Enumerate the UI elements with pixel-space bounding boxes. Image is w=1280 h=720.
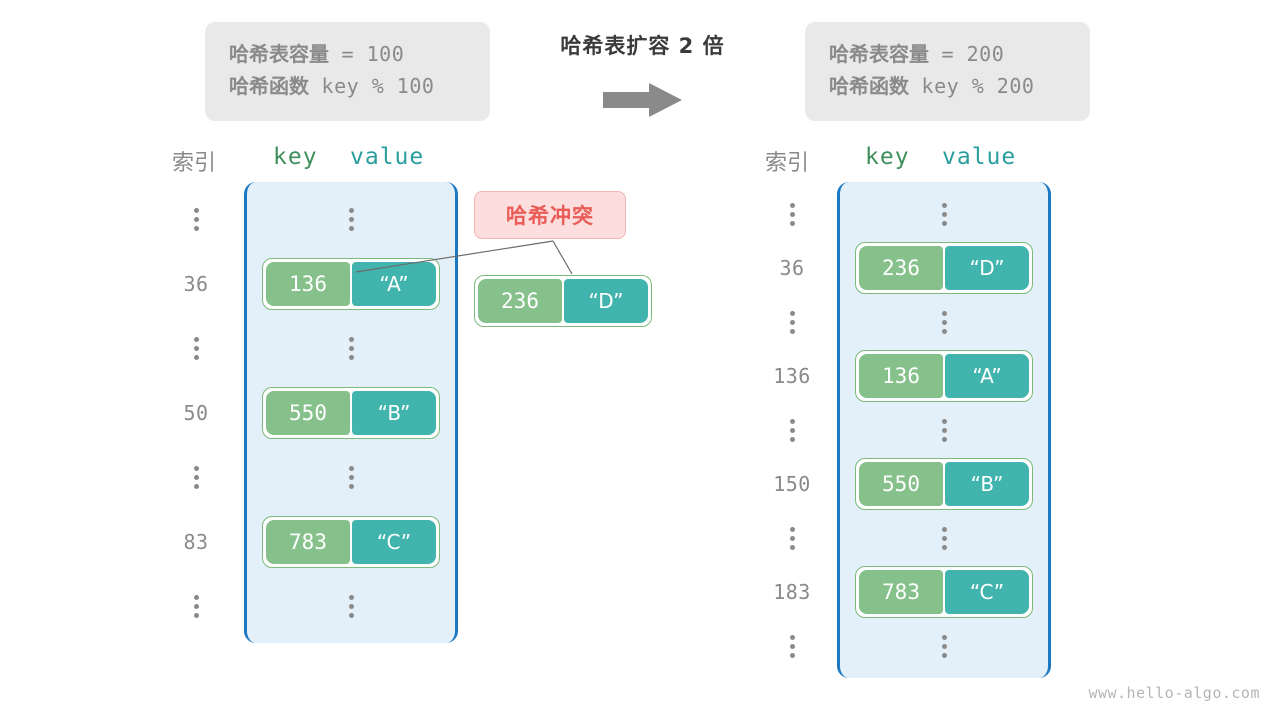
row-index: 50: [183, 400, 209, 425]
ellipsis-icon: [941, 418, 947, 442]
ellipsis-icon: [941, 202, 947, 226]
ellipsis-icon: [151, 207, 241, 231]
row-index: 36: [183, 271, 209, 296]
cell-value: “C”: [352, 519, 436, 564]
header-value-after: value: [942, 144, 1017, 170]
hash-table-info-before: 哈希表容量 = 100 哈希函数 key % 100: [205, 22, 490, 121]
ellipsis-icon: [348, 465, 354, 489]
ellipsis-icon: [747, 526, 837, 550]
table-row: 183 783“C”: [773, 562, 1048, 622]
ellipsis-icon: [151, 465, 241, 489]
hash-fn-expr-after: key % 200: [909, 74, 1035, 98]
key-value-pair: 550“B”: [855, 458, 1033, 510]
key-value-pair: 550“B”: [262, 386, 440, 439]
key-value-pair: 136“A”: [855, 350, 1033, 402]
ellipsis-icon: [941, 310, 947, 334]
ellipsis-icon: [348, 594, 354, 618]
header-index-after: 索引: [765, 151, 810, 176]
hash-fn-expr-before: key % 100: [309, 74, 435, 98]
hash-table-info-after: 哈希表容量 = 200 哈希函数 key % 200: [805, 22, 1090, 121]
hash-fn-label-before: 哈希函数: [229, 74, 309, 98]
ellipsis-icon: [747, 634, 837, 658]
ellipsis-icon: [747, 418, 837, 442]
cell-key: 236: [859, 246, 943, 290]
cell-key: 550: [859, 462, 943, 506]
capacity-line-after: 哈希表容量 = 200: [829, 38, 1066, 70]
ellipsis-icon: [348, 207, 354, 231]
watermark: www.hello-algo.com: [1088, 684, 1260, 702]
cell-key: 236: [478, 279, 562, 323]
row-index: 183: [773, 580, 811, 604]
cell-value: “D”: [945, 246, 1029, 290]
capacity-label-after: 哈希表容量: [829, 42, 929, 66]
table-row-ellipsis: [789, 514, 1048, 562]
capacity-value-before: = 100: [329, 42, 405, 66]
row-index: 36: [779, 256, 805, 280]
cell-key: 550: [266, 390, 350, 435]
table-row-ellipsis: [193, 448, 455, 506]
header-key-before: key: [273, 144, 318, 170]
table-row-ellipsis: [789, 298, 1048, 346]
capacity-value-after: = 200: [929, 42, 1005, 66]
cell-key: 136: [859, 354, 943, 398]
header-index-before: 索引: [172, 151, 217, 176]
table-row: 83 783“C”: [183, 506, 455, 577]
ellipsis-icon: [348, 336, 354, 360]
transform-title: 哈希表扩容 2 倍: [560, 34, 725, 58]
cell-key: 783: [266, 519, 350, 564]
ellipsis-icon: [941, 526, 947, 550]
table-row: 36 136“A”: [183, 248, 455, 319]
key-value-pair: 783“C”: [262, 515, 440, 568]
table-row: 150 550“B”: [773, 454, 1048, 514]
bucket-array-before: 36 136“A” 50 550“B” 83 783“C”: [183, 182, 458, 643]
arrow-right-icon: [603, 83, 682, 117]
row-index: 150: [773, 472, 811, 496]
header-value-before: value: [350, 144, 425, 170]
ellipsis-icon: [151, 594, 241, 618]
collision-entry: 236 “D”: [474, 275, 652, 327]
key-value-pair: 236“D”: [855, 242, 1033, 294]
cell-value: “C”: [945, 570, 1029, 614]
cell-value: “A”: [352, 261, 436, 306]
cell-key: 783: [859, 570, 943, 614]
header-key-after: key: [865, 144, 910, 170]
hash-collision-badge: 哈希冲突: [474, 191, 626, 239]
ellipsis-icon: [747, 310, 837, 334]
key-value-pair: 236 “D”: [474, 275, 652, 327]
table-row: 36 236“D”: [779, 238, 1048, 298]
hash-table-before: 索引 key value 36 136“A” 50 550“B” 83 783“C”: [150, 140, 458, 643]
table-row-ellipsis: [789, 622, 1048, 670]
ellipsis-icon: [747, 202, 837, 226]
column-headers-after: 索引 key value: [740, 140, 1051, 182]
key-value-pair: 136“A”: [262, 257, 440, 310]
table-row-ellipsis: [193, 319, 455, 377]
row-index: 83: [183, 529, 209, 554]
table-row-ellipsis: [789, 406, 1048, 454]
hash-fn-line-after: 哈希函数 key % 200: [829, 70, 1066, 102]
cell-key: 136: [266, 261, 350, 306]
ellipsis-icon: [151, 336, 241, 360]
row-index: 136: [773, 364, 811, 388]
table-row: 50 550“B”: [183, 377, 455, 448]
table-row-ellipsis: [789, 190, 1048, 238]
ellipsis-icon: [941, 634, 947, 658]
cell-value: “B”: [945, 462, 1029, 506]
hash-fn-label-after: 哈希函数: [829, 74, 909, 98]
key-value-pair: 783“C”: [855, 566, 1033, 618]
table-row-ellipsis: [193, 577, 455, 635]
cell-value: “B”: [352, 390, 436, 435]
capacity-line-before: 哈希表容量 = 100: [229, 38, 466, 70]
cell-value: “A”: [945, 354, 1029, 398]
column-headers-before: 索引 key value: [150, 140, 458, 182]
hash-fn-line-before: 哈希函数 key % 100: [229, 70, 466, 102]
cell-value: “D”: [564, 279, 648, 323]
table-row-ellipsis: [193, 190, 455, 248]
capacity-label-before: 哈希表容量: [229, 42, 329, 66]
